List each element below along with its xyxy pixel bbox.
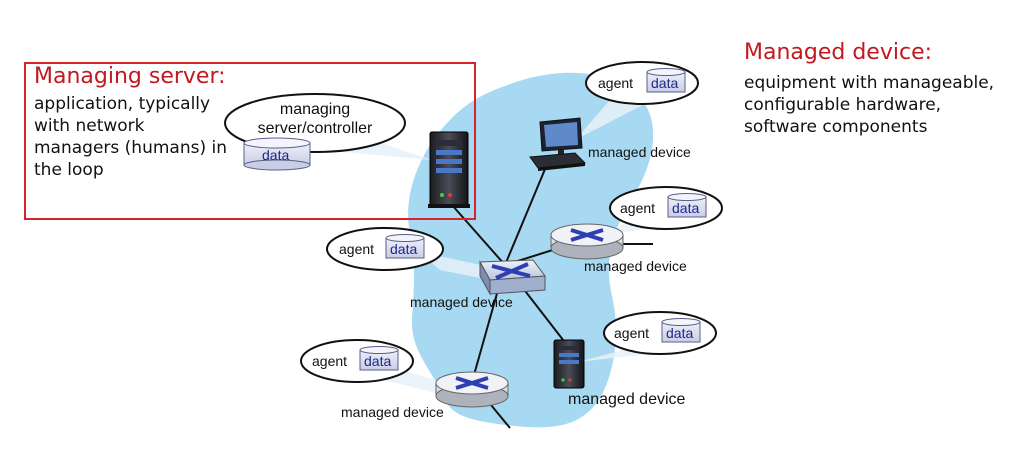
device-label-router-right: managed device bbox=[584, 258, 687, 274]
agent-label-right-lower: agent bbox=[614, 325, 650, 341]
agent-bubble-bottom-left bbox=[300, 339, 414, 383]
managed-device-title: Managed device: bbox=[744, 40, 933, 65]
data-label-right-upper: data bbox=[672, 200, 700, 216]
managing-server-description: application, typically with network mana… bbox=[34, 94, 227, 180]
managing-data-cylinder bbox=[243, 137, 311, 171]
device-label-switch: managed device bbox=[410, 294, 513, 310]
agent-label-left: agent bbox=[339, 241, 375, 257]
data-label-top: data bbox=[651, 75, 679, 91]
agent-bubble-left bbox=[326, 227, 444, 271]
managing-server-title: Managing server: bbox=[34, 64, 226, 89]
managing-server-box bbox=[24, 62, 476, 220]
data-label-bottom-left: data bbox=[364, 353, 392, 369]
agent-label-bottom-left: agent bbox=[312, 353, 348, 369]
device-label-computer: managed device bbox=[588, 144, 691, 160]
router-right-icon bbox=[550, 223, 624, 260]
central-switch-icon bbox=[479, 259, 546, 296]
managed-server-tower-icon bbox=[553, 339, 585, 389]
data-label-right-lower: data bbox=[666, 325, 694, 341]
managed-device-description: equipment with manageable, configurable … bbox=[744, 73, 995, 137]
device-label-server: managed device bbox=[568, 391, 686, 408]
managing-server-tower-icon bbox=[428, 131, 470, 208]
agent-label-right-upper: agent bbox=[620, 200, 656, 216]
router-bottom-icon bbox=[435, 371, 509, 408]
device-label-router-bottom: managed device bbox=[341, 404, 444, 420]
managing-server-bubble bbox=[224, 93, 406, 153]
managing-server-bubble-label: managing server/controller bbox=[257, 101, 373, 137]
agent-bubble-top bbox=[585, 61, 699, 105]
managing-server-data-label: data bbox=[262, 147, 290, 163]
computer-icon bbox=[529, 117, 587, 171]
agent-bubble-right-upper bbox=[609, 186, 723, 230]
agent-label-top: agent bbox=[598, 75, 634, 91]
network-cloud bbox=[408, 72, 654, 428]
data-label-left: data bbox=[390, 241, 418, 257]
agent-bubble-right-lower bbox=[603, 311, 717, 355]
